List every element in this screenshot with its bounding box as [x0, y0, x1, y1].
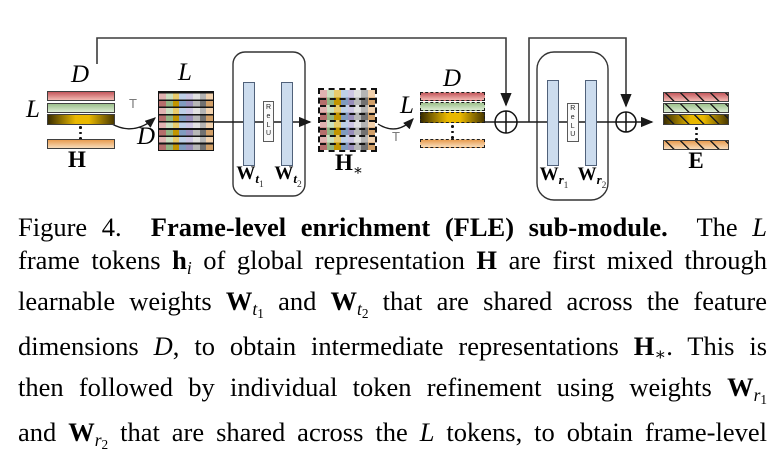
transpose-2-label: T: [392, 129, 400, 144]
dashed-stack-dim-l-label: L: [400, 92, 414, 119]
wt1-label: Wt1: [236, 163, 264, 191]
wt2-label: Wt2: [274, 163, 302, 191]
matrix-h-transposed: [158, 91, 214, 151]
add-icon-2: [615, 111, 637, 133]
matrix1-dim-l-label: L: [178, 59, 192, 86]
transpose-arrow-1: [111, 117, 156, 130]
h-bar-red: [47, 91, 115, 101]
h-dim-l-label: L: [26, 96, 40, 123]
add-icon-1: [494, 110, 518, 134]
hstar-bar-gold: [420, 112, 485, 123]
transpose-arrow-2: [377, 118, 414, 130]
fle-diagram: D L H T D L ReLU Wt1 Wt2 H∗ T D L ReLU W…: [0, 0, 782, 205]
wr2-label: Wr2: [577, 164, 607, 192]
wt1-weight-bar: [243, 82, 255, 166]
transpose-1-label: T: [129, 96, 137, 111]
h-star-label: H∗: [334, 150, 364, 180]
e-bar-green: [663, 103, 729, 113]
h-bar-gold: [47, 114, 115, 125]
e-label: E: [688, 148, 704, 173]
figure-caption: Figure 4. Frame-level enrichment (FLE) s…: [18, 212, 768, 452]
hstar-bar-orange: [420, 139, 485, 148]
e-bar-orange: [663, 140, 729, 150]
wr1-weight-bar: [547, 80, 559, 166]
skip-connection-1: [96, 37, 512, 107]
wt2-weight-bar: [281, 82, 293, 166]
hstar-bar-green: [420, 102, 485, 111]
dashed-stack-dim-d-label: D: [442, 65, 462, 92]
h-label: H: [68, 147, 86, 172]
relu-box-1: ReLU: [263, 101, 274, 142]
matrix1-dim-d-label: D: [136, 123, 156, 150]
h-dim-d-label: D: [70, 61, 90, 88]
wr1-label: Wr1: [539, 164, 569, 192]
relu-box-2: ReLU: [567, 103, 579, 142]
e-bar-gold: [663, 114, 729, 125]
hstar-bar-red: [420, 92, 485, 101]
h-bar-orange: [47, 139, 115, 149]
skip-connection-2: [528, 37, 632, 122]
matrix-h-star: [318, 88, 377, 152]
e-bar-red: [663, 92, 729, 102]
h-bar-green: [47, 103, 115, 113]
wr2-weight-bar: [585, 80, 597, 166]
